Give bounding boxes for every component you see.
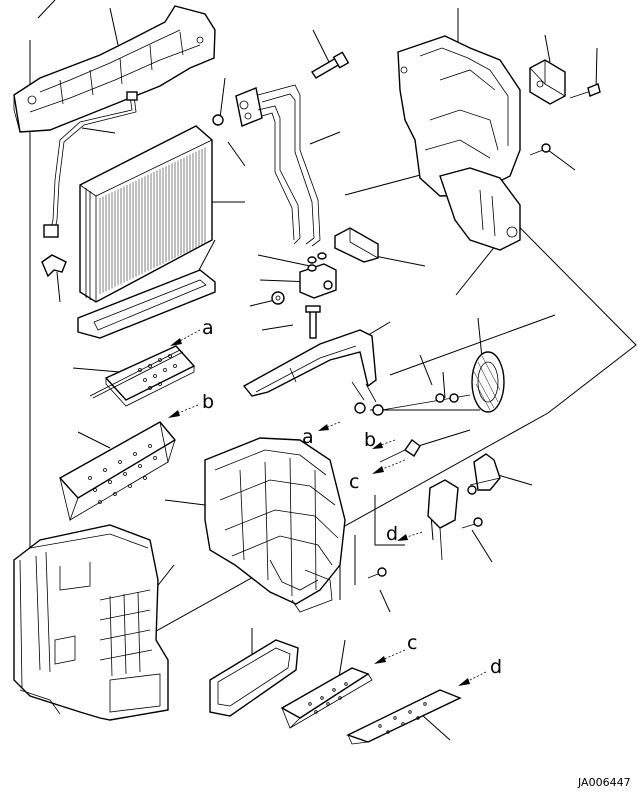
upper-right-case	[397, 35, 521, 251]
letter-labels: a b a b c d c d	[202, 317, 502, 678]
filter-plate-b	[58, 421, 177, 522]
gasket-loop	[209, 639, 299, 717]
door-rail	[242, 329, 377, 397]
lever-part	[379, 439, 421, 463]
filter-plate-c	[280, 667, 373, 729]
label-a-upper: a	[202, 317, 214, 339]
damper-sector	[467, 453, 501, 495]
arrows	[168, 329, 487, 686]
long-bolt-top	[311, 51, 350, 79]
label-d-mid: d	[386, 523, 398, 545]
label-a-lower: a	[302, 426, 314, 448]
evaporator-core	[79, 125, 213, 303]
screw-right-lower	[529, 143, 551, 156]
upper-duct	[13, 5, 216, 133]
clip-part	[41, 254, 67, 278]
label-b-lower: b	[364, 429, 376, 451]
label-d-bottom: d	[490, 656, 502, 678]
valve-bolts	[271, 291, 321, 339]
fan-grill	[471, 351, 505, 413]
drawing-code: JA006447	[577, 776, 631, 789]
screw-right	[569, 83, 601, 99]
block-part	[334, 227, 379, 263]
refrigerant-pipes	[212, 84, 321, 247]
filter-plate-a	[89, 345, 196, 407]
link-rod	[381, 393, 471, 411]
actuator-motor	[529, 59, 566, 105]
small-screws-mid	[351, 381, 384, 416]
screw-lower-right	[461, 517, 483, 529]
label-b-upper: b	[202, 391, 214, 413]
wire-harness	[43, 91, 138, 238]
filter-plate-d	[346, 689, 462, 745]
label-c-mid: c	[349, 471, 359, 493]
lower-actuator	[427, 479, 459, 561]
main-case	[204, 437, 346, 613]
expansion-valve	[299, 252, 337, 299]
case-screw	[367, 567, 387, 579]
label-c-bottom: c	[407, 632, 417, 654]
lower-case	[13, 524, 169, 721]
gasket-strip	[77, 269, 216, 339]
